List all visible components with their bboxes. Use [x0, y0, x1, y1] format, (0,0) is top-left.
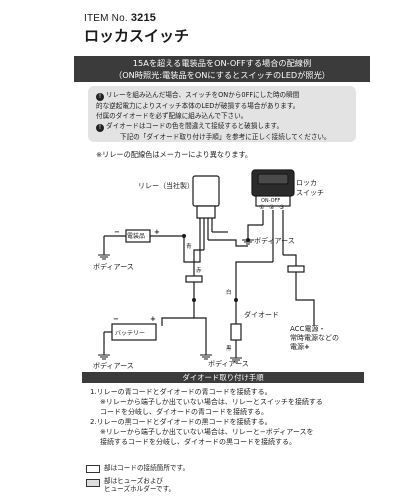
body-earth-diode-label: ボディアース: [208, 360, 249, 368]
diode-step-line: コードを分岐し、ダイオードの青コードを接続する。: [100, 408, 268, 416]
fuse-legend-text-1: 部はヒューズおよび: [104, 477, 164, 485]
body-earth-bottom-left-label: ボディアース: [93, 362, 134, 370]
warning-icon: !: [96, 124, 104, 133]
device-plus-label: +: [154, 228, 160, 236]
wire-color-black: 黒: [226, 346, 232, 352]
wiring-example-header: 15Aを超える電装品をON-OFFする場合の配線例 （ON時照光:電装品をONに…: [74, 56, 370, 82]
warning-icon: !: [96, 93, 104, 101]
switch-on-off-label: ON-OFF: [261, 198, 281, 204]
wiring-example-line-2: （ON時照光:電装品をONにするとスイッチのLEDが照光）: [114, 70, 330, 80]
wire-color-white: 白: [226, 290, 232, 296]
connector-dot: [234, 298, 238, 302]
caution-line: 的な逆起電力によりスイッチ本体のLEDが破損する場合があります。: [96, 102, 300, 110]
relay-label: リレー（当社製）: [138, 182, 194, 190]
acc-label-1: ACC電源・: [290, 325, 326, 333]
fuse-holder: [287, 265, 305, 273]
acc-label-3: 電源+: [290, 343, 310, 351]
relay-socket: [196, 205, 216, 219]
connector-dot: [182, 234, 186, 238]
item-prefix: ITEM No.: [84, 13, 128, 24]
battery-minus-label: −: [113, 315, 119, 323]
caution-line: !リレーを組み込んだ場合、スイッチをONから0FFにした時の瞬間: [96, 90, 350, 101]
device-minus-label: −: [114, 228, 120, 236]
caution-line: 下記の「ダイオード取り付け手順」を参考に正しく接続してください。: [120, 133, 331, 142]
device-label: 電装品: [127, 233, 146, 240]
diode-steps-title: ダイオード取り付け手順: [82, 372, 364, 383]
diode-steps: 1.リレーの青コードとダイオードの青コードを接続する。 ※リレーから端子しか出て…: [90, 387, 323, 447]
page-title: ロッカスイッチ: [84, 27, 190, 45]
diode-label: ダイオード: [244, 311, 279, 319]
body-earth-switch-label: ボディアース: [254, 237, 295, 245]
relay-body: [192, 175, 220, 207]
item-number-value: 3215: [130, 12, 157, 24]
terminal-1-label: ①: [259, 204, 265, 211]
connector-legend-icon: [86, 465, 100, 473]
item-number: ITEM No. 3215: [84, 12, 156, 24]
caution-line: 付属のダイオードを必ず配線に組み込んで下さい。: [96, 112, 248, 121]
fuse-legend-text-2: ヒューズホルダーです。: [104, 485, 176, 493]
rocker-switch-paddle: [257, 173, 289, 185]
relay-color-note: ※リレーの配線色はメーカーにより異なります。: [96, 150, 253, 159]
connector-dot: [192, 298, 196, 302]
caution-box: !リレーを組み込んだ場合、スイッチをONから0FFにした時の瞬間 的な逆起電力に…: [88, 86, 356, 142]
diode-step-line: ※リレーから端子しか出ていない場合は、リレーと−ボディアースを: [100, 428, 314, 436]
diode-symbol: [230, 323, 242, 341]
diode-step-line: 1.リレーの青コードとダイオードの青コードを接続する。: [90, 388, 272, 396]
rocker-switch-base: [255, 195, 291, 207]
battery-label: バッテリー: [115, 330, 146, 337]
fuse-holder: [185, 275, 203, 283]
switch-label-1: ロッカ: [296, 179, 317, 187]
wire-color-red: 赤: [196, 268, 202, 274]
diode-step-line: 接続するコードを分岐し、ダイオードの黒コードを接続する。: [100, 438, 296, 446]
fuse-legend-icon: [86, 479, 100, 487]
connector-legend-text: 部はコードの接続箇所です。: [104, 464, 190, 472]
caution-line: !ダイオードはコードの色を間違えて接続すると破損します。: [96, 121, 350, 133]
wiring-example-line-1: 15Aを超える電装品をON-OFFする場合の配線例: [132, 58, 312, 68]
diode-step-line: ※リレーから端子しか出ていない場合は、リレーとスイッチを接続する: [100, 398, 323, 406]
battery-plus-label: +: [150, 315, 156, 323]
acc-label-2: 常時電源などの: [290, 334, 339, 342]
wiring-diagram: [98, 169, 315, 363]
terminal-2-label: ②: [269, 204, 275, 211]
wire-color-blue: 青: [186, 244, 192, 250]
switch-label-2: スイッチ: [296, 189, 324, 197]
terminal-3-label: ③: [279, 204, 285, 211]
body-earth-left-label: ボディアース: [93, 263, 134, 271]
diode-step-line: 2.リレーの黒コードとダイオードの黒コードを接続する。: [90, 418, 272, 426]
